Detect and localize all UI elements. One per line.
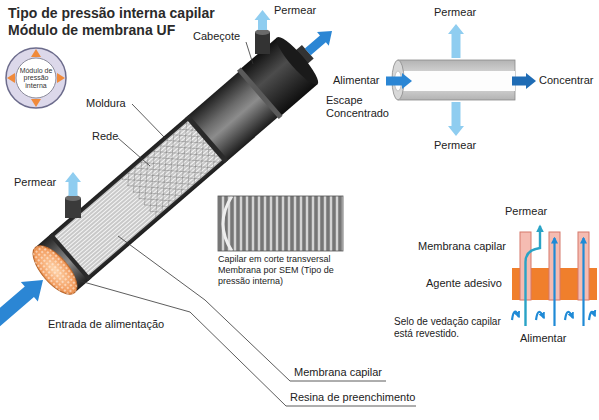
capillary-schematic bbox=[398, 60, 515, 100]
part-label: Entrada de alimentação bbox=[48, 318, 164, 331]
part-label: Permear bbox=[14, 176, 56, 189]
module-icon-ring bbox=[31, 99, 41, 107]
label-holder: Capilar em corte transversal Membrana po… bbox=[218, 254, 354, 287]
permeate-arrow bbox=[255, 10, 271, 30]
concentrate-arrow bbox=[302, 24, 338, 59]
part-label: Agente adesivo bbox=[426, 277, 502, 290]
label-holder: Alimentar bbox=[333, 74, 379, 87]
sealing-detail bbox=[512, 226, 597, 326]
label-holder: Permear bbox=[505, 205, 547, 218]
part-label: Moldura bbox=[86, 97, 126, 110]
sealing-detail bbox=[512, 312, 519, 320]
capillary-schematic bbox=[398, 71, 515, 91]
icon-text: Módulo de pressão interna bbox=[19, 67, 53, 89]
leader-lines bbox=[80, 42, 416, 406]
module-icon-ring bbox=[31, 49, 41, 57]
permeate-arrow bbox=[255, 10, 271, 30]
label-holder: Selo de vedação capilar está revestido. bbox=[394, 316, 506, 340]
permeate-arrow bbox=[65, 172, 81, 196]
sealing-detail bbox=[536, 312, 544, 320]
leader-lines bbox=[80, 281, 416, 406]
label-holder: Escape Concentrado bbox=[326, 94, 400, 120]
sem-photo bbox=[218, 196, 343, 251]
label-holder: Rede bbox=[92, 130, 118, 143]
concentrate-arrow bbox=[512, 73, 536, 89]
part-label: Resina de preenchimento bbox=[290, 391, 415, 404]
leader-lines bbox=[118, 236, 386, 381]
part-label: Membrana capilar bbox=[294, 366, 382, 379]
label-holder: Membrana capilar bbox=[294, 366, 382, 379]
label-holder: Permear bbox=[14, 176, 56, 189]
sealing-detail bbox=[589, 312, 595, 320]
label-holder: Agente adesivo bbox=[426, 277, 502, 290]
feed-arrow bbox=[386, 73, 412, 89]
part-label: Concentrar bbox=[539, 74, 593, 87]
membrane-module bbox=[237, 67, 283, 119]
permeate-outlet-right bbox=[255, 32, 270, 54]
feed-arrow bbox=[0, 270, 51, 335]
part-label: Cabeçote bbox=[193, 30, 240, 43]
part-label: Alimentar bbox=[333, 74, 379, 87]
part-label: Escape Concentrado bbox=[326, 94, 400, 120]
part-label: Permear bbox=[434, 139, 476, 152]
part-label: Permear bbox=[505, 205, 547, 218]
sem-photo bbox=[218, 196, 343, 251]
part-label: Permear bbox=[274, 4, 316, 17]
label-holder: Entrada de alimentação bbox=[48, 318, 164, 331]
label-holder: Resina de preenchimento bbox=[290, 391, 415, 404]
feed-arrow bbox=[0, 270, 51, 335]
permeate-arrow bbox=[448, 24, 464, 58]
part-label: Rede bbox=[92, 130, 118, 143]
concentrate-arrow bbox=[302, 24, 338, 59]
module-icon-ring bbox=[6, 48, 66, 108]
sealing-detail bbox=[582, 238, 584, 326]
part-label: Selo de vedação capilar está revestido. bbox=[394, 316, 506, 340]
permeate-arrow bbox=[448, 102, 464, 136]
part-label: Membrana capilar bbox=[418, 240, 506, 253]
leader-lines bbox=[118, 138, 150, 166]
permeate-outlet-right bbox=[255, 29, 270, 54]
node-text-holder: Módulo de pressão interna bbox=[19, 67, 53, 89]
module-icon-circle: Módulo de pressão interna bbox=[15, 57, 57, 99]
sem-photo bbox=[223, 196, 232, 251]
sem-photo bbox=[218, 196, 343, 251]
part-label: Capilar em corte transversal Membrana po… bbox=[218, 254, 354, 287]
module-icon-ring bbox=[7, 73, 15, 83]
permeate-arrow bbox=[448, 24, 464, 58]
module-icon-ring bbox=[57, 73, 65, 83]
feed-arrow bbox=[386, 73, 412, 89]
sealing-detail bbox=[526, 226, 541, 326]
sem-photo bbox=[218, 196, 343, 251]
label-holder: Concentrar bbox=[539, 74, 593, 87]
permeate-arrow bbox=[448, 102, 464, 136]
label-holder: Cabeçote bbox=[193, 30, 240, 43]
label-holder: Moldura bbox=[86, 97, 126, 110]
concentrate-arrow bbox=[512, 73, 536, 89]
label-holder: Permear bbox=[434, 6, 476, 19]
leader-lines bbox=[132, 104, 165, 138]
membrane-module bbox=[121, 120, 223, 218]
label-holder: Alimentar bbox=[520, 332, 566, 345]
label-holder: Permear bbox=[434, 139, 476, 152]
leader-lines bbox=[246, 42, 253, 64]
label-holder: Membrana capilar bbox=[418, 240, 506, 253]
circle-outline bbox=[16, 58, 56, 98]
sealing-detail bbox=[565, 312, 573, 320]
part-label: Permear bbox=[434, 6, 476, 19]
module-icon-ring bbox=[6, 48, 66, 108]
membrane-module bbox=[53, 120, 223, 277]
part-label: Alimentar bbox=[520, 332, 566, 345]
permeate-arrow bbox=[65, 172, 81, 196]
label-holder: Permear bbox=[274, 4, 316, 17]
permeate-outlet-left bbox=[65, 195, 81, 218]
membrane-module bbox=[185, 115, 228, 164]
sealing-detail bbox=[553, 238, 555, 326]
